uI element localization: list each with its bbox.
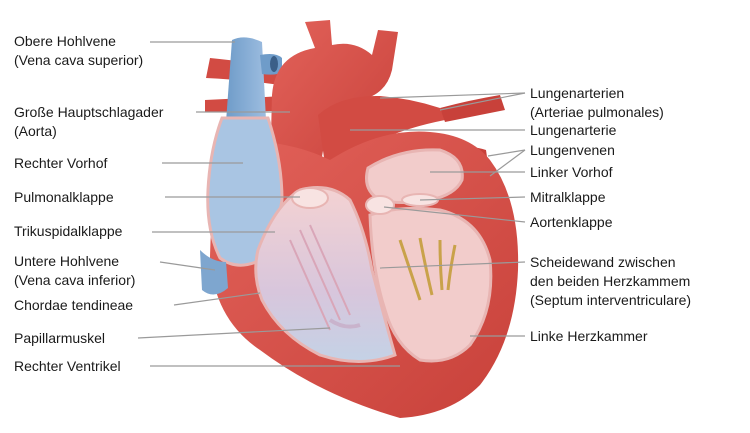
label-line: Pulmonalklappe <box>14 189 114 205</box>
label-line: Chordae tendineae <box>14 297 134 313</box>
superior-vena-cava <box>226 37 282 122</box>
label-line: Trikuspidalklappe <box>14 223 123 239</box>
label-line: (Vena cava inferior) <box>14 272 136 288</box>
leader-lines-left <box>137 41 400 367</box>
label-left-atrium: Linker Vorhof <box>530 163 613 182</box>
label-line: Papillarmuskel <box>14 330 106 346</box>
label-right-atrium: Rechter Vorhof <box>14 154 107 173</box>
label-line: Linke Herzkammer <box>530 328 648 344</box>
label-line: (Septum interventriculare) <box>530 292 692 308</box>
label-line: Mitralklappe <box>530 189 606 205</box>
label-line: (Vena cava superior) <box>14 52 144 68</box>
right-atrium <box>200 116 284 295</box>
label-aorta: Große Hauptschlagader (Aorta) <box>14 103 163 141</box>
label-line: den beiden Herzkammem <box>530 273 691 289</box>
label-mitral-valve: Mitralklappe <box>530 188 605 207</box>
label-line: Obere Hohlvene <box>14 33 116 49</box>
label-line: (Arteriae pulmonales) <box>530 104 664 120</box>
label-line: (Aorta) <box>14 123 57 139</box>
label-line: Lungenvenen <box>530 142 615 158</box>
label-vena-cava-inferior: Untere Hohlvene (Vena cava inferior) <box>14 252 135 290</box>
label-right-ventricle: Rechter Ventrikel <box>14 357 121 376</box>
label-tricuspid-valve: Trikuspidalklappe <box>14 222 122 241</box>
label-pulmonary-valve: Pulmonalklappe <box>14 188 114 207</box>
aortic-arch <box>270 20 398 180</box>
left-ventricle-interior <box>368 206 493 363</box>
label-pulmonary-arteries: Lungenarterien (Arteriae pulmonales) <box>530 84 664 122</box>
label-aortic-valve: Aortenklappe <box>530 213 613 232</box>
label-line: Aortenklappe <box>530 214 613 230</box>
label-chordae: Chordae tendineae <box>14 296 133 315</box>
label-line: Rechter Ventrikel <box>14 358 121 374</box>
label-papillary: Papillarmuskel <box>14 329 105 348</box>
label-line: Scheidewand zwischen <box>530 254 676 270</box>
pulmonary-valve <box>291 187 329 209</box>
label-line: Rechter Vorhof <box>14 155 108 171</box>
label-line: Untere Hohlvene <box>14 253 120 269</box>
leader-lines-right <box>350 92 526 337</box>
label-left-ventricle: Linke Herzkammer <box>530 327 647 346</box>
label-line: Linker Vorhof <box>530 164 613 180</box>
label-septum: Scheidewand zwischen den beiden Herzkamm… <box>530 253 691 310</box>
label-line: Lungenarterie <box>530 122 617 138</box>
label-pulmonary-veins: Lungenvenen <box>530 141 615 160</box>
label-line: Lungenarterien <box>530 85 625 101</box>
right-ventricle-interior <box>254 186 397 363</box>
aortic-valve <box>365 195 395 215</box>
label-vena-cava-superior: Obere Hohlvene (Vena cava superior) <box>14 32 143 70</box>
label-pulmonary-artery: Lungenarterie <box>530 121 616 140</box>
label-line: Große Hauptschlagader <box>14 104 164 120</box>
